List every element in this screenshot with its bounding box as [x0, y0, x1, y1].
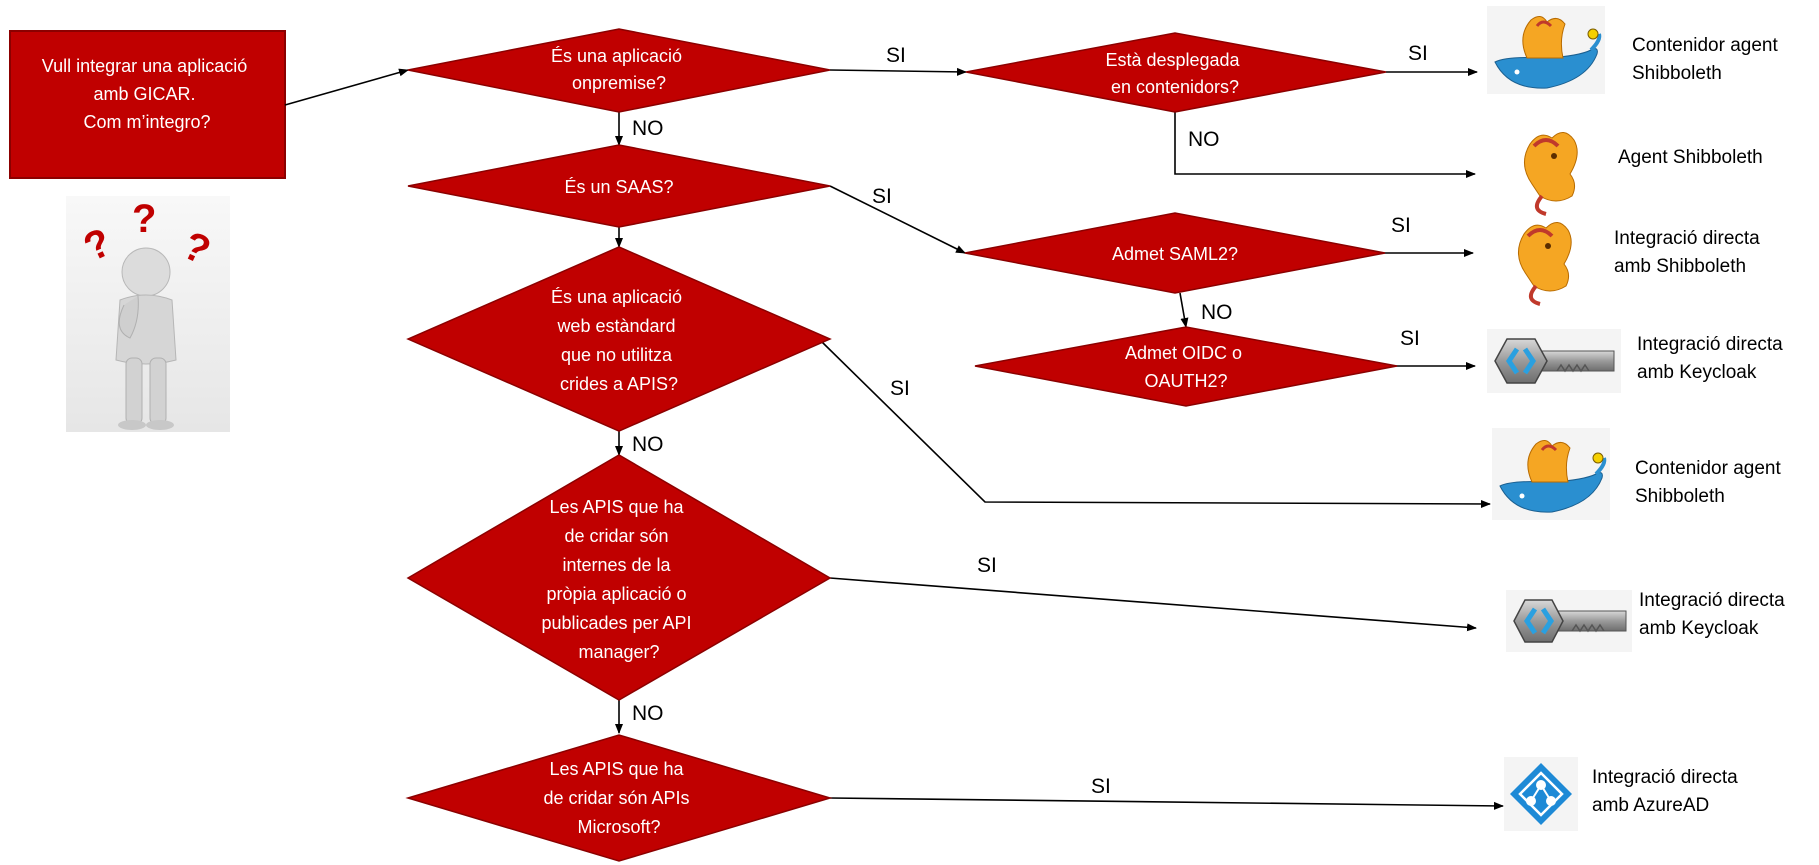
- edge-label-no: NO: [632, 117, 664, 140]
- shibboleth-icon: [1524, 132, 1578, 216]
- outcome-label: Contenidor agent: [1632, 35, 1778, 56]
- svg-text:Integració directa amb S: Integració directa amb Shibboleth: [1614, 228, 1765, 277]
- connector: [1179, 292, 1189, 328]
- outcome-label: Integració directa: [1614, 228, 1760, 249]
- decision-line: Admet SAML2?: [1112, 244, 1238, 264]
- svg-text:Agent Shibboleth: Agent Shibboleth: [1618, 147, 1763, 168]
- decision-line: onpremise?: [572, 73, 666, 93]
- outcome-label: Agent Shibboleth: [1618, 147, 1763, 168]
- outcome-label: Shibboleth: [1635, 486, 1725, 507]
- decision-line: que no utilitza: [561, 345, 673, 365]
- decision-line: Està desplegada: [1105, 50, 1240, 70]
- decision-saas: És un SAAS?: [407, 144, 831, 228]
- decision-onpremise: És una aplicació onpremise?: [407, 28, 831, 113]
- edge-label-no: NO: [1201, 301, 1233, 324]
- decision-line: És una aplicació: [551, 287, 682, 307]
- decision-line: en contenidors?: [1111, 77, 1239, 97]
- decision-line: OAUTH2?: [1144, 371, 1227, 391]
- edge-label-si: SI: [886, 44, 906, 67]
- svg-text:Integració directa amb K: Integració directa amb Keycloak: [1639, 590, 1790, 639]
- decision-line: És una aplicació: [551, 46, 682, 66]
- decision-line: Les APIS que ha: [549, 497, 684, 517]
- edge-label-no: NO: [632, 433, 664, 456]
- edge-label-no: NO: [1188, 128, 1220, 151]
- edge-label-si: SI: [872, 185, 892, 208]
- decision-line: Microsoft?: [577, 817, 660, 837]
- svg-text:Vull integrar una aplicació: Vull integrar una aplicació amb GICAR. C…: [42, 56, 252, 132]
- decision-line: Les APIS que ha: [549, 759, 684, 779]
- svg-text:Admet OIDC o OAUTH2?: Admet OIDC o OAUTH2?: [1125, 343, 1247, 391]
- decision-line: de cridar són: [564, 526, 668, 546]
- svg-text:?: ?: [132, 197, 156, 241]
- decision-line: pròpia aplicació o: [546, 584, 686, 604]
- svg-text:És una aplicació web est: És una aplicació web estàndard que no ut…: [551, 287, 687, 394]
- svg-text:Contenidor agent Shibbol: Contenidor agent Shibboleth: [1632, 35, 1783, 84]
- svg-text:Contenidor agent Shibbol: Contenidor agent Shibboleth: [1635, 458, 1786, 507]
- edge-label-si: SI: [977, 554, 997, 577]
- shibboleth-icon: [1518, 222, 1572, 306]
- decision-saml2: Admet SAML2?: [964, 212, 1386, 294]
- connector: [821, 341, 1491, 508]
- svg-text:Integració directa amb A: Integració directa amb AzureAD: [1592, 767, 1743, 816]
- decision-line: internes de la: [562, 555, 671, 575]
- connector: [829, 185, 966, 254]
- edge-label-si: SI: [1408, 42, 1428, 65]
- decision-internal-apis: Les APIS que ha de cridar són internes d…: [406, 454, 832, 701]
- edge-label-si: SI: [890, 377, 910, 400]
- decision-oidc: Admet OIDC o OAUTH2?: [974, 326, 1398, 407]
- outcome-label: Shibboleth: [1632, 63, 1722, 84]
- azure-ad-icon: [1504, 757, 1578, 831]
- edge-label-si: SI: [1091, 775, 1111, 798]
- svg-text:Està desplegada en conte: Està desplegada en contenidors?: [1105, 50, 1244, 97]
- start-line: amb GICAR.: [93, 84, 195, 104]
- outcome-label: Contenidor agent: [1635, 458, 1781, 479]
- svg-text:És un SAAS?: És un SAAS?: [564, 177, 673, 197]
- shibboleth-docker-icon: [1487, 6, 1605, 94]
- connector: [829, 797, 1504, 810]
- decision-line: crides a APIS?: [560, 374, 678, 394]
- edge-label-no: NO: [632, 702, 664, 725]
- decision-line: És un SAAS?: [564, 177, 673, 197]
- svg-text:Les APIS que ha de crida: Les APIS que ha de cridar són APIs Micro…: [543, 759, 694, 837]
- outcome-label: amb Shibboleth: [1614, 256, 1746, 277]
- decision-webstd: És una aplicació web estàndard que no ut…: [406, 246, 832, 432]
- start-line: Com m’integro?: [83, 112, 210, 132]
- thinking-person-icon: ? ? ?: [66, 196, 230, 432]
- decision-line: publicades per API: [541, 613, 691, 633]
- decision-line: Admet OIDC o: [1125, 343, 1242, 363]
- decision-line: manager?: [578, 642, 659, 662]
- decision-microsoft-apis: Les APIS que ha de cridar són APIs Micro…: [405, 734, 833, 862]
- svg-text:Les APIS que ha de crida: Les APIS que ha de cridar són internes d…: [541, 497, 696, 662]
- decision-line: web estàndard: [556, 316, 675, 336]
- svg-text:Integració directa amb K: Integració directa amb Keycloak: [1637, 334, 1788, 383]
- connector: [829, 67, 967, 76]
- svg-text:És una aplicació onpremi: És una aplicació onpremise?: [551, 46, 687, 93]
- svg-text:Admet SAML2?: Admet SAML2?: [1112, 244, 1238, 264]
- edge-labels: SI SI NO NO SI SI NO SI SI NO SI NO SI: [632, 42, 1428, 798]
- connector: [284, 68, 409, 106]
- start-line: Vull integrar una aplicació: [42, 56, 247, 76]
- keycloak-icon: [1506, 590, 1632, 652]
- connectors: [284, 67, 1504, 810]
- outcome-label: amb AzureAD: [1592, 795, 1709, 816]
- outcome-label: amb Keycloak: [1637, 362, 1757, 383]
- shibboleth-docker-icon: [1492, 428, 1610, 520]
- connector: [829, 577, 1477, 632]
- decision-line: de cridar són APIs: [543, 788, 689, 808]
- start-box: Vull integrar una aplicació amb GICAR. C…: [9, 30, 286, 179]
- decision-containers: Està desplegada en contenidors?: [965, 32, 1387, 113]
- outcome-label: Integració directa: [1592, 767, 1738, 788]
- edge-label-si: SI: [1391, 214, 1411, 237]
- outcome-label: amb Keycloak: [1639, 618, 1759, 639]
- connector: [1174, 112, 1476, 178]
- outcome-labels: Contenidor agent Shibboleth Agent Shibbo…: [1592, 35, 1790, 816]
- outcome-label: Integració directa: [1639, 590, 1785, 611]
- outcome-label: Integració directa: [1637, 334, 1783, 355]
- edge-label-si: SI: [1400, 327, 1420, 350]
- keycloak-icon: [1487, 329, 1621, 393]
